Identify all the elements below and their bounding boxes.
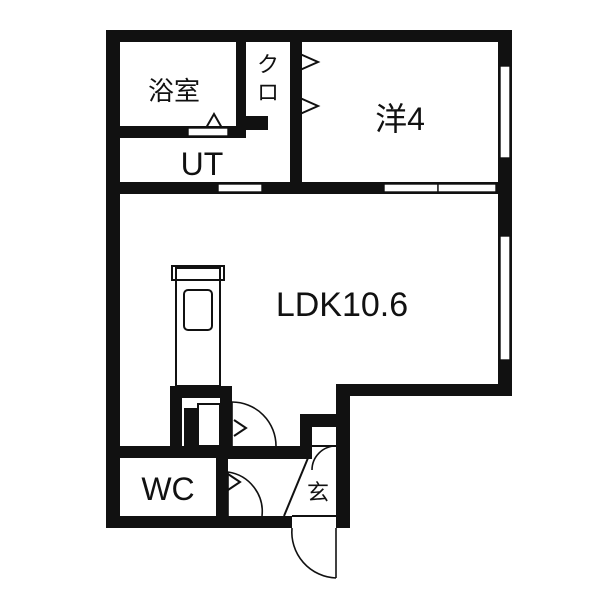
- room-label-western: 洋4: [375, 101, 425, 137]
- opening-western-1: [383, 183, 439, 193]
- room-label-closet-1: ク: [257, 52, 279, 77]
- opening-western-2: [437, 183, 497, 193]
- opening-bath: [187, 127, 229, 137]
- kitchen-sink: [183, 289, 213, 331]
- room-labels: 浴室 ク ロ 洋4 UT LDK10.6 WC 玄: [141, 52, 425, 507]
- doors: [227, 401, 337, 579]
- window-western: [499, 65, 511, 159]
- room-label-bath: 浴室: [148, 76, 200, 106]
- windows: [187, 65, 511, 361]
- room-label-ldk: LDK10.6: [276, 286, 408, 324]
- opening-ut: [217, 183, 263, 193]
- room-label-entrance: 玄: [307, 480, 329, 505]
- window-ldk: [499, 235, 511, 361]
- room-label-closet-2: ロ: [257, 80, 279, 105]
- interior-lines: [171, 42, 350, 517]
- room-label-utility: UT: [181, 146, 224, 182]
- room-label-wc: WC: [141, 471, 194, 507]
